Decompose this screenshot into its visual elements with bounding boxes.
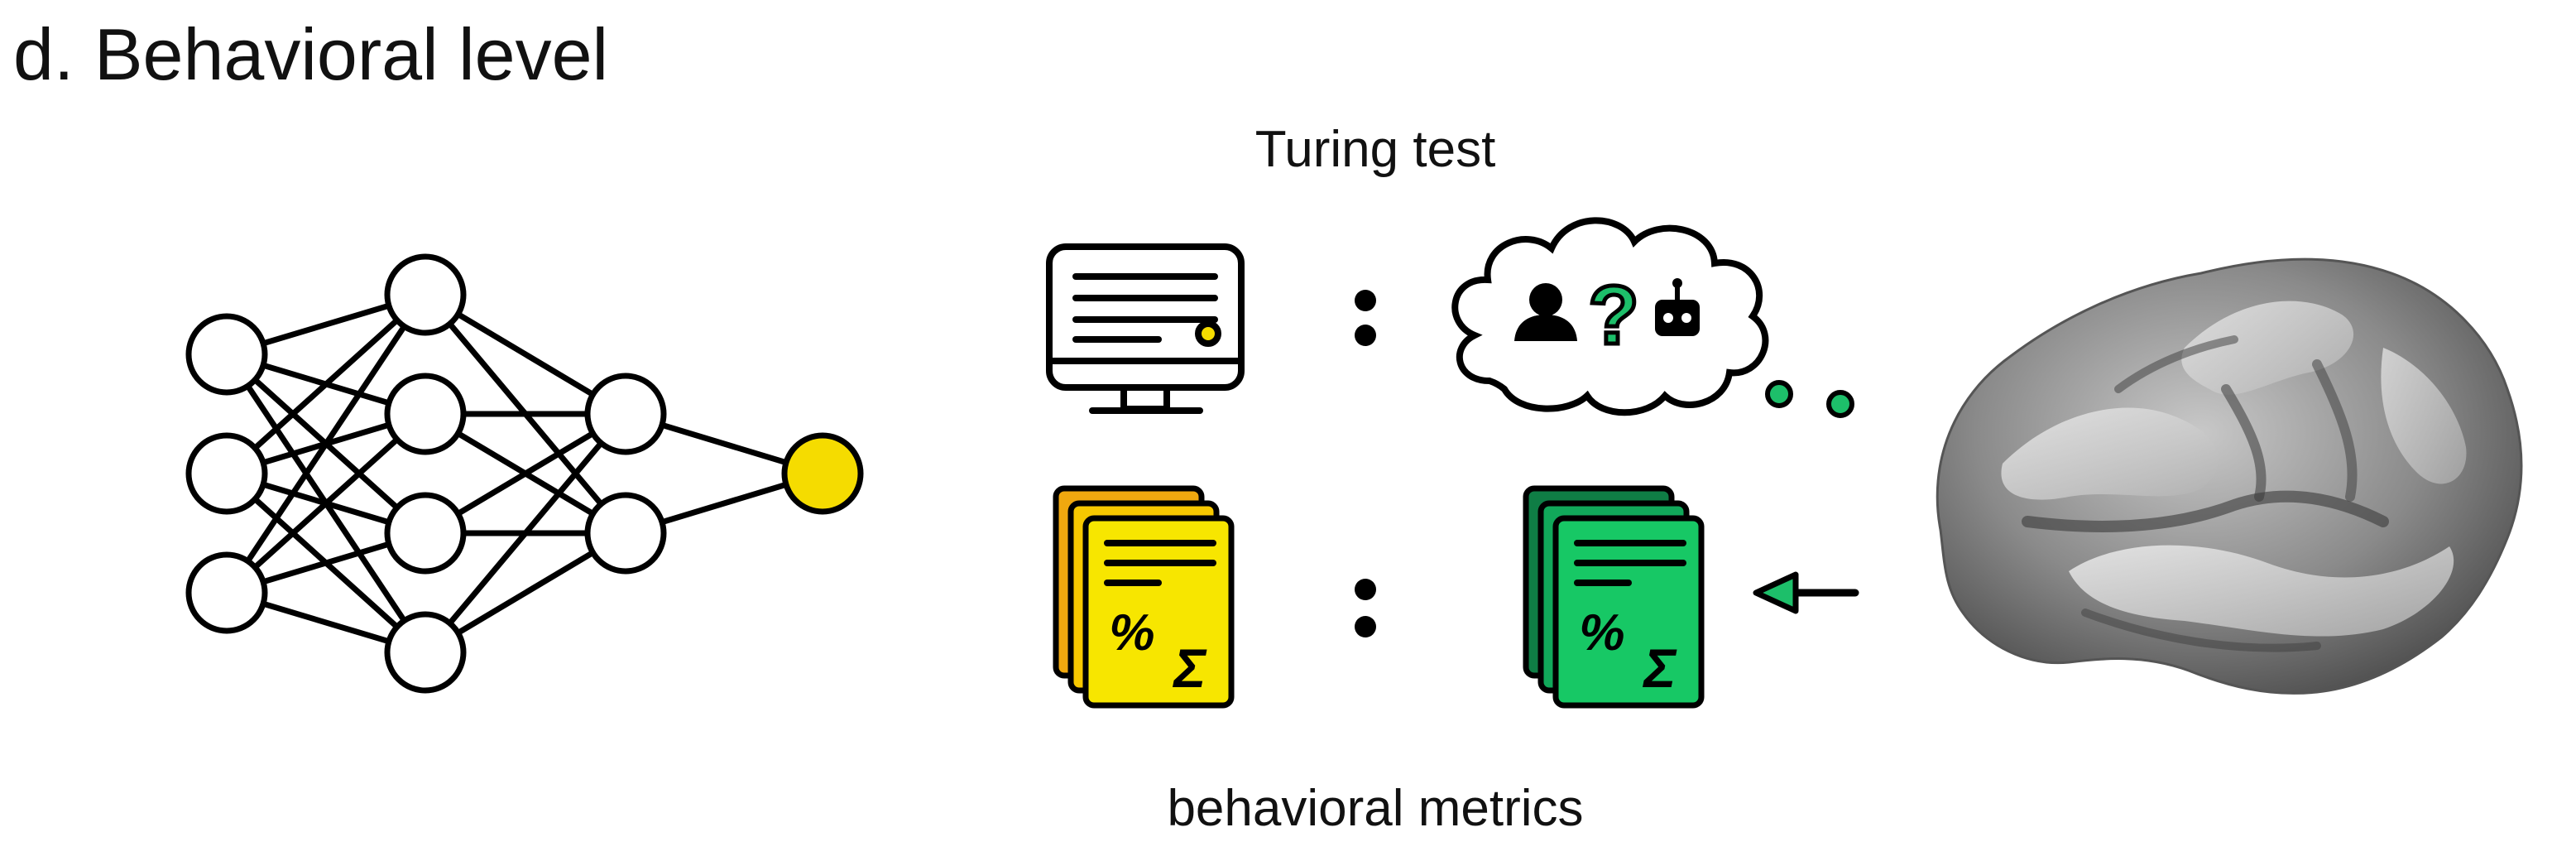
network-edge — [423, 411, 628, 655]
network-node — [584, 492, 667, 575]
colon-separator-top — [1355, 290, 1376, 346]
document-stack-icon: % Σ — [1053, 485, 1235, 709]
sigma-glyph: Σ — [1643, 637, 1678, 699]
panel-title: d. Behavioral level — [13, 13, 609, 95]
percent-glyph: % — [1579, 604, 1624, 661]
network-node — [384, 611, 467, 694]
document-stack-icon: % Σ — [1523, 485, 1705, 709]
turing-test-label: Turing test — [1254, 121, 1496, 178]
network-edge — [224, 293, 428, 594]
network-nodes — [185, 253, 864, 694]
brain-cortex-icon — [1936, 257, 2523, 695]
network-node — [185, 313, 268, 396]
thought-trail-dots — [1765, 380, 1854, 418]
network-node — [384, 253, 467, 336]
network-node — [384, 492, 467, 575]
arrow-left-icon — [1753, 571, 1859, 614]
computer-monitor-icon — [1046, 243, 1245, 414]
colon-separator-bottom — [1355, 579, 1376, 637]
question-mark-icon: ? — [1588, 269, 1638, 362]
network-edge — [224, 292, 428, 476]
network-node — [185, 432, 268, 515]
network-node — [584, 373, 667, 455]
robot-icon — [1655, 278, 1700, 336]
percent-glyph: % — [1109, 604, 1154, 661]
thought-cloud-icon: ? — [1451, 217, 1769, 416]
network-node — [185, 551, 268, 634]
monitor-indicator-light — [1195, 320, 1221, 347]
sigma-glyph: Σ — [1173, 637, 1208, 699]
person-icon — [1514, 283, 1577, 341]
neural-network-icon — [185, 253, 864, 694]
network-edges — [224, 291, 824, 656]
network-node — [384, 373, 467, 455]
network-edge — [224, 411, 428, 595]
output-node — [781, 432, 864, 515]
behavioral-metrics-label: behavioral metrics — [1167, 780, 1584, 837]
